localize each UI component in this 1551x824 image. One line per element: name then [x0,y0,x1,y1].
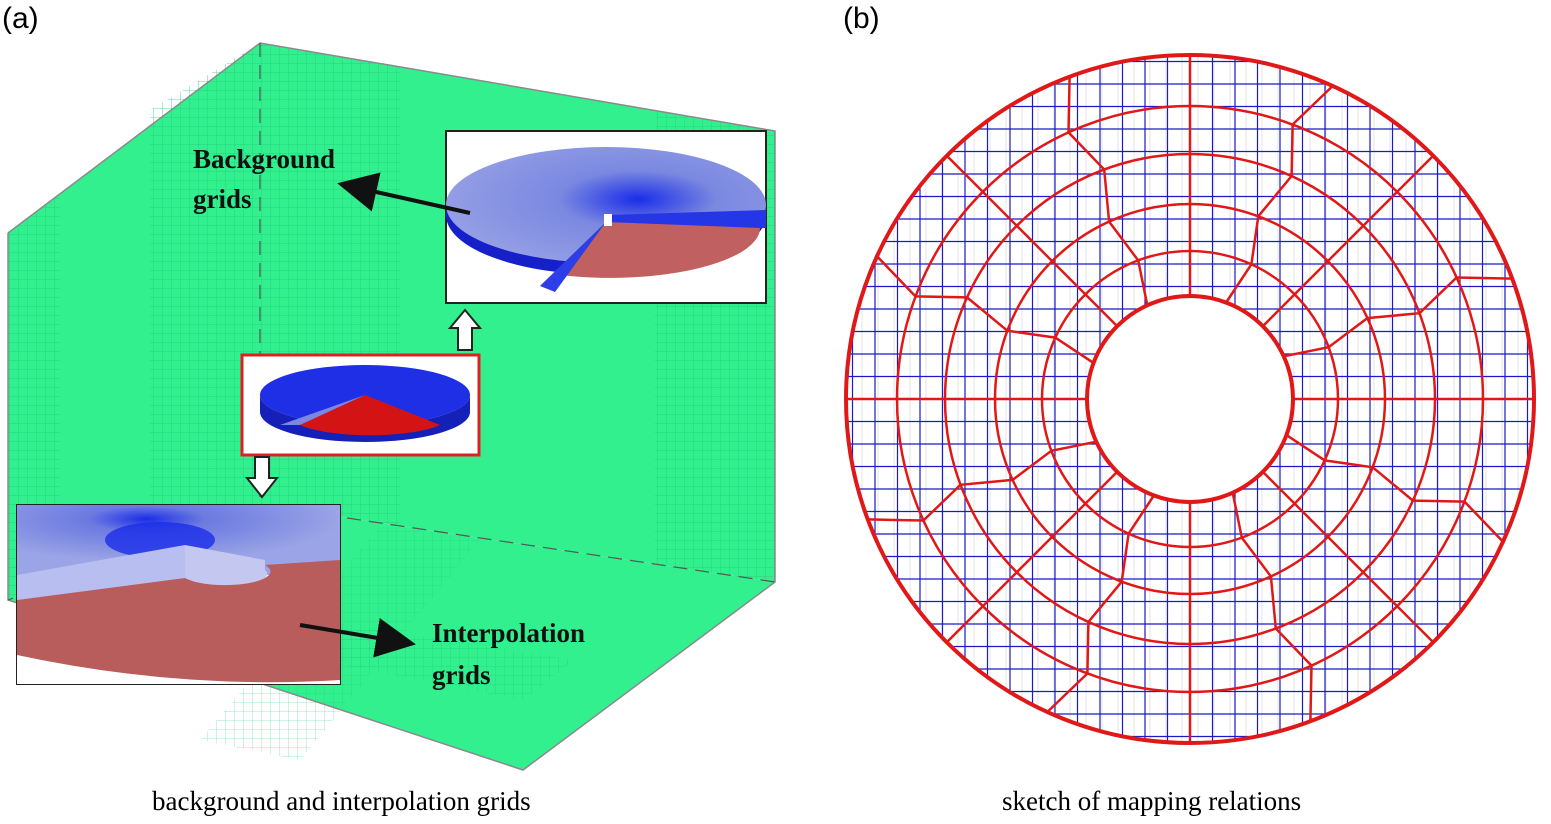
interpolation-label-line2: grids [432,660,491,690]
hollow-arrow-down [244,456,280,499]
hollow-arrow-up [447,308,483,351]
polar-spoke [867,440,1097,522]
background-label-line1: Background [193,144,335,174]
panel-a-label: (a) [2,2,39,35]
polar-grid [844,53,1536,745]
panel-b-label: (b) [843,2,880,35]
polar-spoke [1046,494,1155,713]
polar-spoke [1261,154,1435,328]
interpolation-label-line1: Interpolation [432,618,585,648]
polar-spoke [876,255,1095,364]
polar-spoke [1261,470,1435,644]
polar-spoke [945,470,1119,644]
interpolation-arrow [299,618,416,658]
background-arrow [337,172,471,215]
inner-disk [1087,296,1293,502]
polar-spoke [1225,85,1334,304]
background-label-line2: grids [193,184,252,214]
polar-spoke [1067,76,1149,306]
panel-b-caption: sketch of mapping relations [1002,786,1302,816]
polar-spoke [1283,276,1513,358]
background-grids-inset [445,130,767,304]
cartesian-grid [845,55,1535,743]
polar-spoke [1231,492,1313,722]
polar-spoke [945,154,1119,328]
interpolation-grids-inset [16,504,341,685]
polar-spoke [1285,434,1504,543]
panel-a-caption: background and interpolation grids [152,786,531,816]
mapping-sketch [844,53,1536,745]
center-disk-model [240,353,481,457]
